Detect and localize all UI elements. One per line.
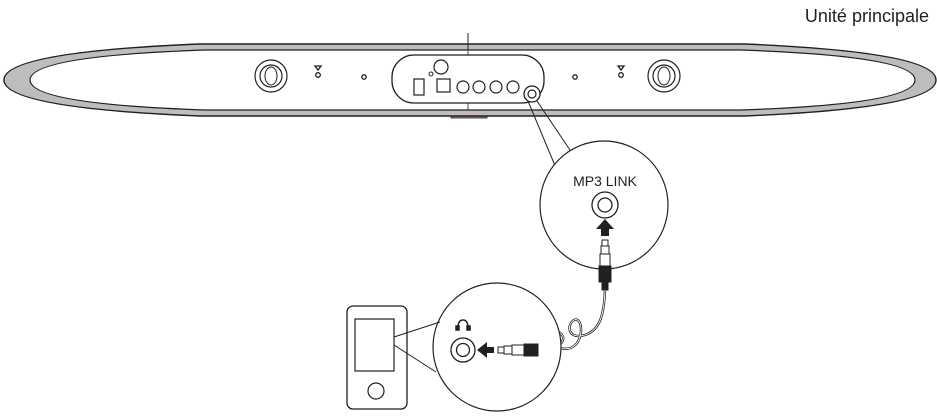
connector-panel	[391, 54, 545, 104]
square-port	[436, 78, 451, 93]
mp3-link-zoom: MP3 LINK	[539, 140, 669, 270]
player-leader	[393, 344, 437, 373]
player-screen	[354, 318, 395, 372]
left-arrow-icon	[477, 342, 494, 358]
round-port	[506, 80, 520, 94]
panel-button	[433, 59, 449, 75]
headphone-zoom	[432, 282, 562, 412]
round-port	[456, 80, 470, 94]
mp3-jack-inner	[597, 197, 613, 213]
left-screw	[361, 74, 367, 80]
mp3-player	[346, 305, 408, 410]
zoom-leader	[536, 100, 575, 157]
right-knob	[647, 59, 681, 93]
round-port	[489, 80, 503, 94]
player-leader	[393, 321, 441, 338]
mp3-link-label: MP3 LINK	[573, 173, 637, 189]
headphone-icon	[455, 319, 471, 331]
left-knob	[254, 59, 288, 93]
main-unit	[3, 33, 937, 119]
main-unit-label: Unité principale	[804, 6, 929, 26]
player-wheel	[367, 382, 385, 400]
zoom-leader	[527, 100, 557, 169]
audio-cable-highlight	[537, 289, 606, 353]
mp3-plug	[598, 239, 612, 291]
round-port	[472, 80, 486, 94]
left-indicator	[313, 65, 323, 78]
headphone-jack-inner	[455, 342, 471, 358]
panel-led	[428, 71, 434, 77]
unit-mp3-jack-inner	[527, 89, 537, 99]
right-indicator	[616, 65, 626, 78]
headphone-plug	[497, 343, 539, 357]
right-screw	[572, 74, 578, 80]
up-arrow-icon	[596, 219, 614, 236]
usb-port	[413, 78, 425, 96]
